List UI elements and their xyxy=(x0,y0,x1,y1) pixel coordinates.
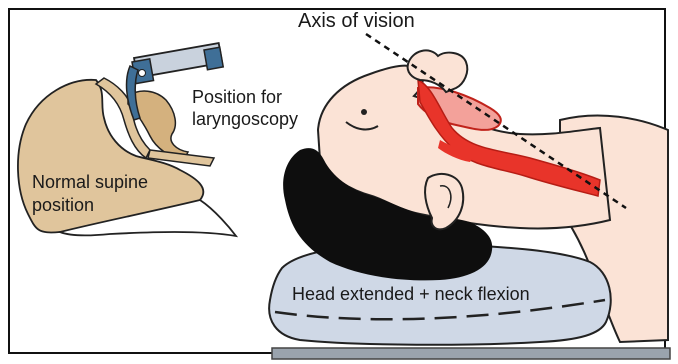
normal-supine-line-1: Normal supine xyxy=(32,171,148,194)
axis-of-vision-label: Axis of vision xyxy=(298,10,415,33)
head-extended-label: Head extended + neck flexion xyxy=(292,284,530,305)
laryngoscope-light-icon xyxy=(139,70,146,77)
position-for-laryngoscopy-label: Position for laryngoscopy xyxy=(192,86,298,130)
normal-supine-position-label: Normal supine position xyxy=(32,171,148,217)
table xyxy=(272,348,670,359)
position-for-laryngoscopy-line-1: Position for xyxy=(192,86,298,108)
position-for-laryngoscopy-line-2: laryngoscopy xyxy=(192,108,298,130)
normal-supine-line-2: position xyxy=(32,194,148,217)
patient-nostril xyxy=(361,109,367,115)
laryngoscope-cap xyxy=(204,47,223,69)
